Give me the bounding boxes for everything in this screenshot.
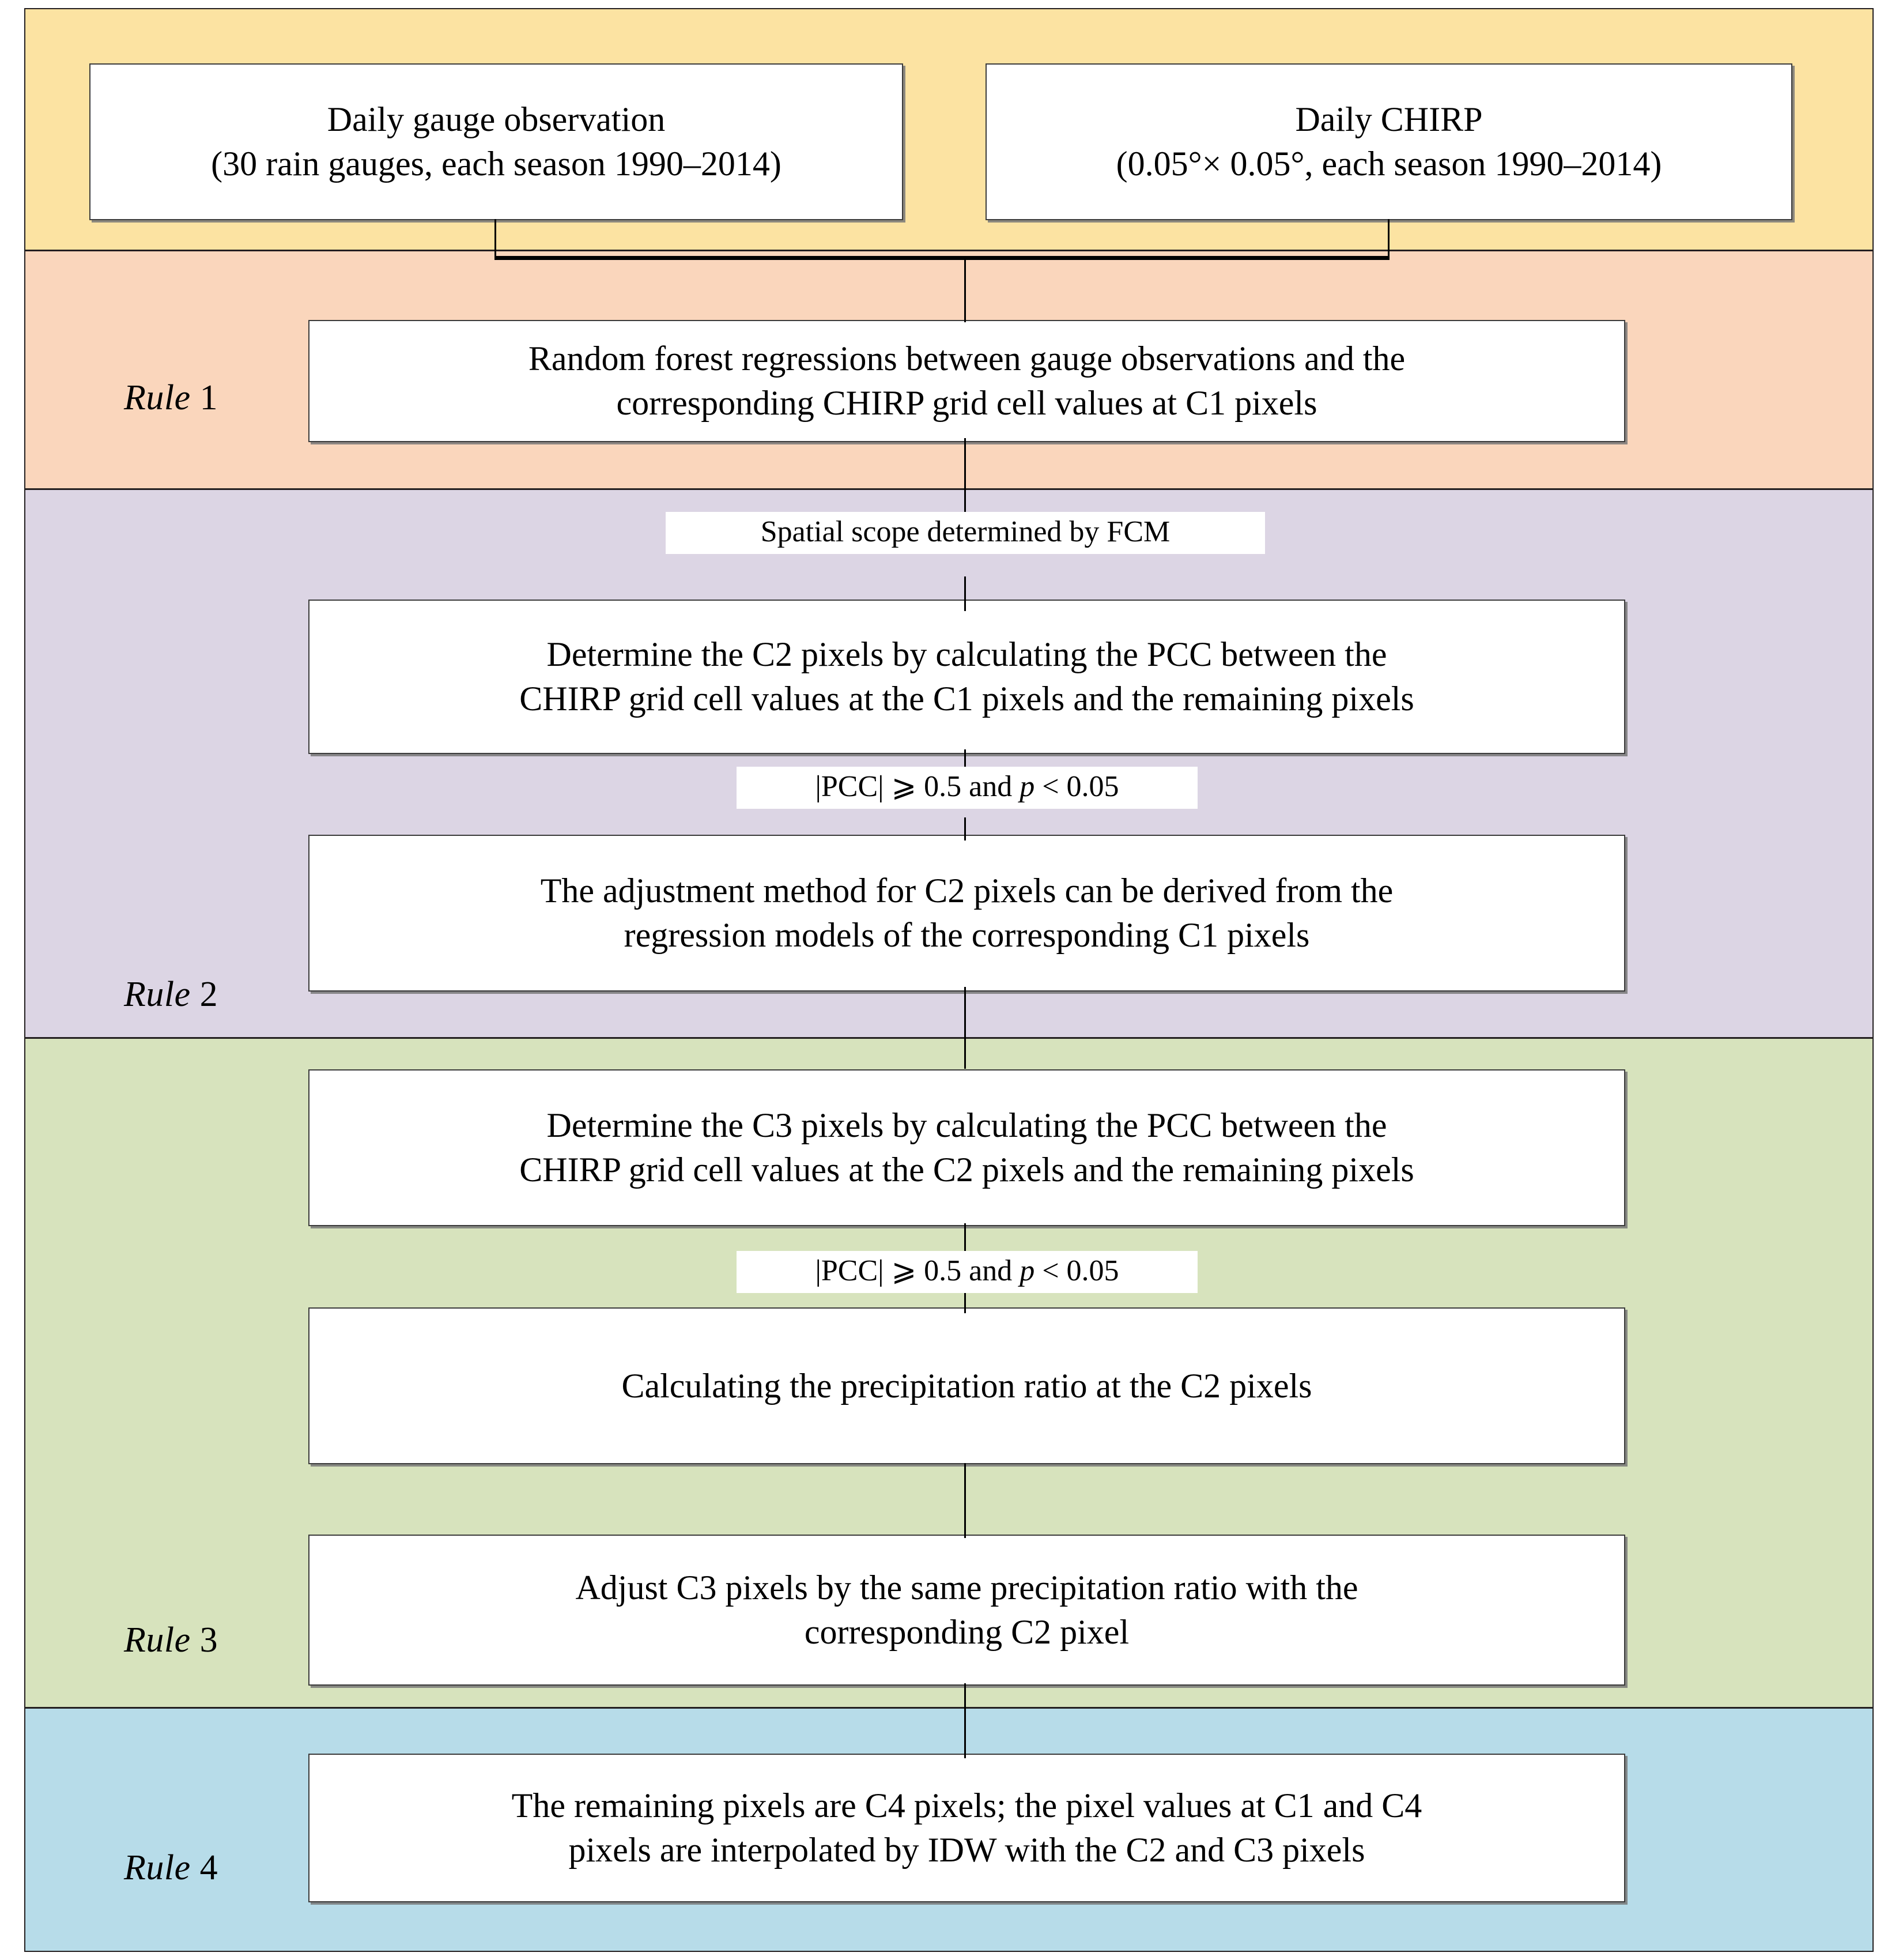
rule-label-1: Rule 1: [124, 378, 218, 419]
annotation-pcc-2-lt: < 0.05: [1034, 1254, 1119, 1287]
rule3-step3-line-2: corresponding C2 pixel: [804, 1613, 1130, 1651]
rule-label-4: Rule 4: [124, 1848, 218, 1889]
rule3-step2-line-1: Calculating the precipitation ratio at t…: [621, 1366, 1312, 1405]
input-chirp-line-1: Daily CHIRP: [1295, 100, 1483, 139]
annotation-pcc-2-p: p: [1020, 1254, 1035, 1287]
rule2-step1-line-2: CHIRP grid cell values at the C1 pixels …: [519, 680, 1414, 718]
annotation-pcc-1-ge: ⩾ 0.5 and: [891, 770, 1020, 803]
connector-rule1-to-fcm: [964, 438, 966, 534]
input-box-daily-chirp[interactable]: Daily CHIRP (0.05°× 0.05°, each season 1…: [986, 63, 1792, 220]
connector-rule3a-to-pcc2: [964, 1223, 966, 1253]
connector-rule3b-to-rule3c: [964, 1463, 966, 1538]
annotation-pcc-threshold-2: |PCC| ⩾ 0.5 and p < 0.05: [737, 1251, 1198, 1294]
rule2-step1-line-1: Determine the C2 pixels by calculating t…: [546, 635, 1387, 674]
rule2-step2-line-2: regression models of the corresponding C…: [624, 916, 1310, 954]
rule3-step1-line-1: Determine the C3 pixels by calculating t…: [546, 1106, 1387, 1145]
rule-label-1-word: Rule: [124, 378, 191, 417]
process-box-rule1-random-forest[interactable]: Random forest regressions between gauge …: [308, 320, 1625, 442]
rule-label-4-number: 4: [199, 1848, 218, 1887]
process-box-rule3-precipitation-ratio[interactable]: Calculating the precipitation ratio at t…: [308, 1307, 1625, 1464]
connector-rule2b-to-rule3a: [964, 987, 966, 1069]
input-box-gauge-observation[interactable]: Daily gauge observation (30 rain gauges,…: [89, 63, 903, 220]
annotation-pcc-2-ge: ⩾ 0.5 and: [891, 1254, 1020, 1287]
process-box-rule2-adjustment-method[interactable]: The adjustment method for C2 pixels can …: [308, 835, 1625, 992]
connector-pcc1-to-rule2b: [964, 817, 966, 840]
connector-gauge-down: [494, 219, 496, 259]
process-box-rule4-idw-interpolation[interactable]: The remaining pixels are C4 pixels; the …: [308, 1754, 1625, 1902]
rule3-step3-line-1: Adjust C3 pixels by the same precipitati…: [575, 1569, 1358, 1607]
connector-spine-to-rule1: [964, 256, 966, 322]
connector-pcc2-to-rule3b: [964, 1291, 966, 1313]
connector-fcm-to-rule2a: [964, 576, 966, 611]
rule-label-2-word: Rule: [124, 975, 191, 1014]
rule-label-3-number: 3: [199, 1620, 218, 1660]
process-box-rule2-determine-c2[interactable]: Determine the C2 pixels by calculating t…: [308, 600, 1625, 754]
annotation-pcc-1-p: p: [1020, 770, 1035, 803]
annotation-pcc-1-lt: < 0.05: [1034, 770, 1119, 803]
connector-chirp-down: [1388, 219, 1390, 259]
rule-label-1-number: 1: [199, 378, 218, 417]
rule-label-3: Rule 3: [124, 1620, 218, 1661]
rule-label-2: Rule 2: [124, 974, 218, 1015]
process-box-rule3-determine-c3[interactable]: Determine the C3 pixels by calculating t…: [308, 1069, 1625, 1226]
process-box-rule3-adjust-c3[interactable]: Adjust C3 pixels by the same precipitati…: [308, 1535, 1625, 1686]
rule1-step-line-1: Random forest regressions between gauge …: [528, 340, 1406, 378]
annotation-pcc-1-abs: |PCC|: [815, 770, 892, 803]
connector-join-bar: [494, 256, 1390, 260]
rule4-step-line-1: The remaining pixels are C4 pixels; the …: [511, 1786, 1422, 1825]
rule-label-4-word: Rule: [124, 1848, 191, 1887]
rule2-step2-line-1: The adjustment method for C2 pixels can …: [540, 872, 1394, 910]
input-gauge-line-2: (30 rain gauges, each season 1990–2014): [211, 145, 781, 183]
rule1-step-line-2: corresponding CHIRP grid cell values at …: [616, 384, 1317, 422]
input-gauge-line-1: Daily gauge observation: [327, 100, 666, 139]
rule3-step1-line-2: CHIRP grid cell values at the C2 pixels …: [519, 1151, 1414, 1189]
rule-label-2-number: 2: [199, 975, 218, 1014]
connector-rule3c-to-rule4: [964, 1683, 966, 1758]
annotation-fcm-text: Spatial scope determined by FCM: [760, 515, 1171, 548]
rule-label-3-word: Rule: [124, 1620, 191, 1660]
annotation-fcm-spatial-scope: Spatial scope determined by FCM: [666, 512, 1265, 555]
input-chirp-line-2: (0.05°× 0.05°, each season 1990–2014): [1116, 145, 1662, 183]
rule4-step-line-2: pixels are interpolated by IDW with the …: [568, 1831, 1365, 1869]
annotation-pcc-threshold-1: |PCC| ⩾ 0.5 and p < 0.05: [737, 767, 1198, 809]
annotation-pcc-2-abs: |PCC|: [815, 1254, 892, 1287]
